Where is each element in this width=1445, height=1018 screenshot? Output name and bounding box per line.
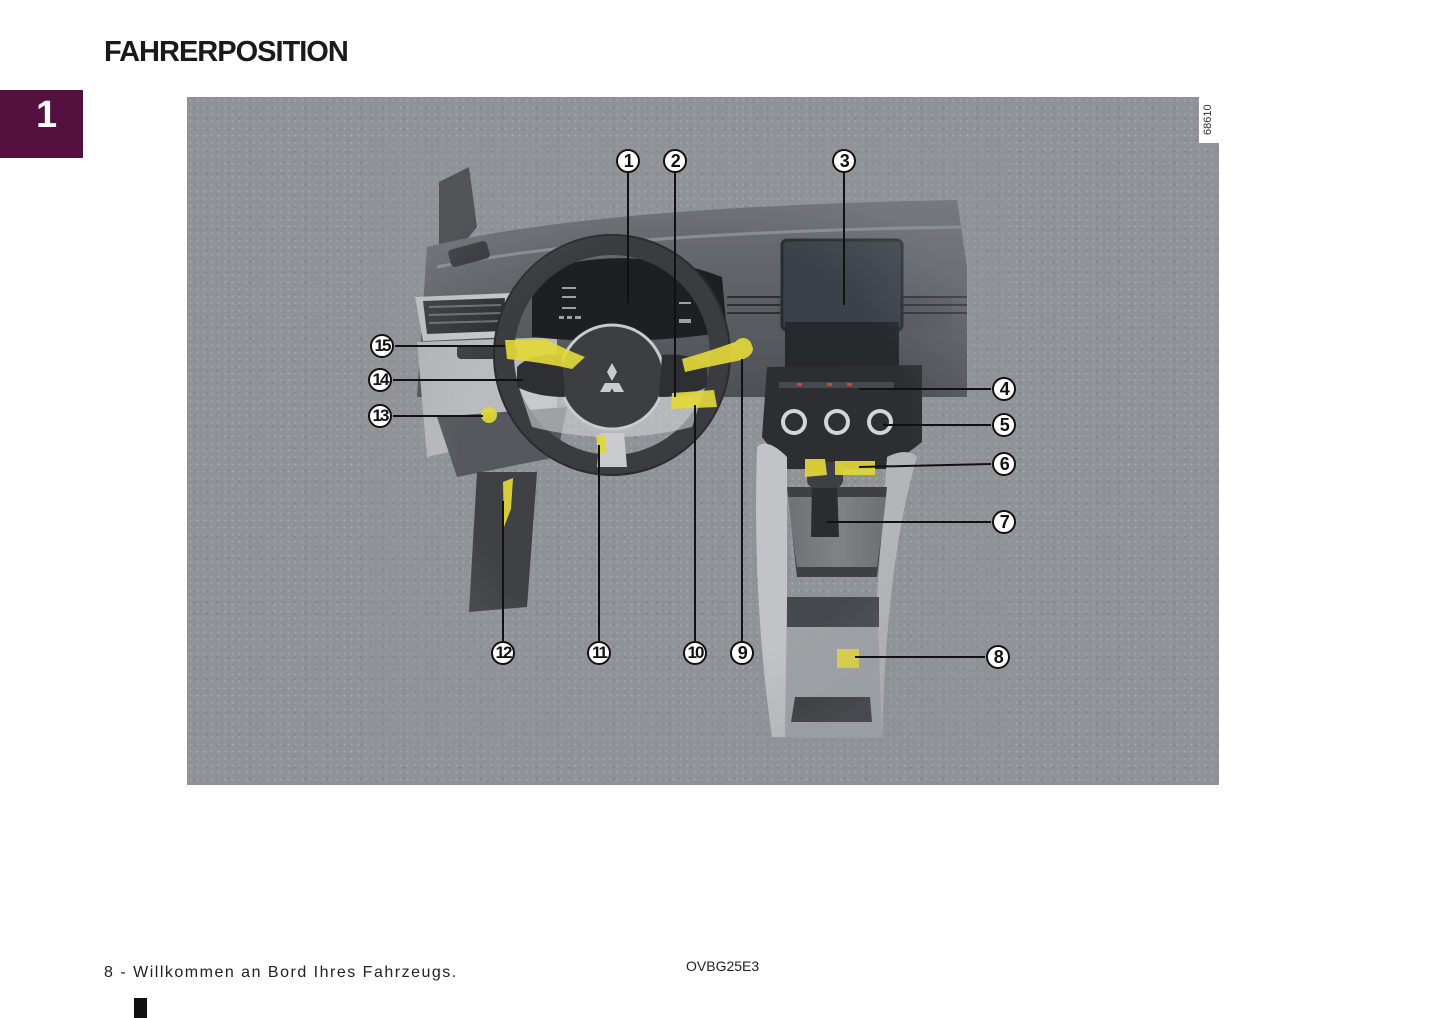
page-caption: 8 - Willkommen an Bord Ihres Fahrzeugs. xyxy=(104,964,458,981)
callout-9: 9 xyxy=(730,641,754,665)
callout-5: 5 xyxy=(992,413,1016,437)
driver-position-figure: 68610 1 2 3 4 5 6 7 8 9 10 11 12 13 14 1… xyxy=(187,97,1219,785)
callout-3: 3 xyxy=(832,149,856,173)
page-title: FAHRERPOSITION xyxy=(104,36,349,68)
callout-15: 15 xyxy=(370,334,394,358)
figure-reference-id: 68610 xyxy=(1202,104,1214,135)
callout-2: 2 xyxy=(663,149,687,173)
callout-4: 4 xyxy=(992,377,1016,401)
figure-reference: 68610 xyxy=(1199,97,1219,143)
leader-lines xyxy=(393,173,992,658)
document-code: OVBG25E3 xyxy=(686,958,760,974)
callout-12: 12 xyxy=(491,641,515,665)
callout-7: 7 xyxy=(992,510,1016,534)
callout-6: 6 xyxy=(992,452,1016,476)
dashboard-illustration xyxy=(367,137,1007,757)
callout-1: 1 xyxy=(616,149,640,173)
callout-13: 13 xyxy=(368,404,392,428)
page-marker xyxy=(134,998,147,1018)
callout-8: 8 xyxy=(986,645,1010,669)
callout-14: 14 xyxy=(368,368,392,392)
chapter-tab: 1 xyxy=(0,90,83,158)
callout-10: 10 xyxy=(683,641,707,665)
chapter-number: 1 xyxy=(36,94,58,136)
callout-11: 11 xyxy=(587,641,611,665)
